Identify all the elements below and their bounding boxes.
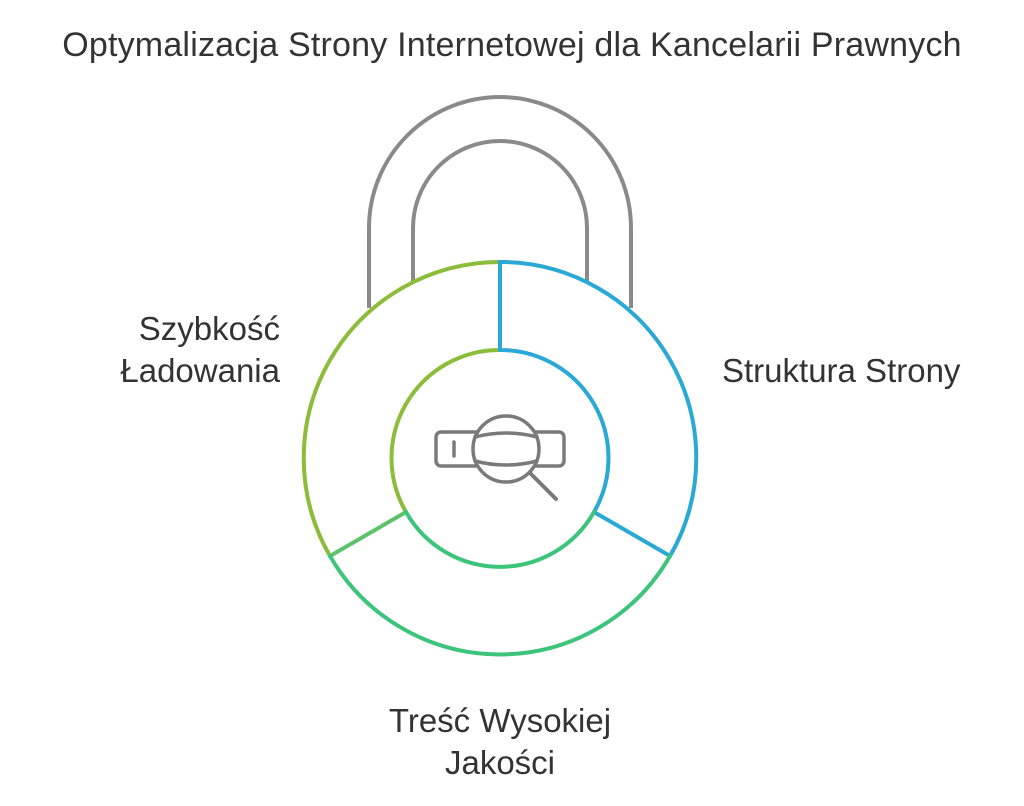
segment-structure-label: Struktura Strony: [722, 350, 960, 392]
segment-structure-label-line-1: Struktura Strony: [722, 352, 961, 389]
padlock-shackle: [367, 95, 633, 308]
segment-speed-label-line-2: Ładowania: [120, 352, 280, 389]
segment-structure: [498, 259, 699, 558]
segment-content-label-line-1: Treść Wysokiej: [388, 702, 612, 739]
segment-content: [328, 510, 672, 657]
search-magnifier-over-tag-icon: [434, 414, 566, 501]
segment-speed-label-line-1: Szybkość: [138, 310, 280, 347]
diagram-title: Optymalizacja Strony Internetowej dla Ka…: [62, 26, 962, 64]
segment-content-label: Treść Wysokiej Jakości: [320, 700, 680, 784]
segment-speed-label: Szybkość Ładowania: [40, 308, 280, 392]
segment-speed: [301, 259, 502, 558]
segment-content-label-line-2: Jakości: [444, 744, 556, 781]
